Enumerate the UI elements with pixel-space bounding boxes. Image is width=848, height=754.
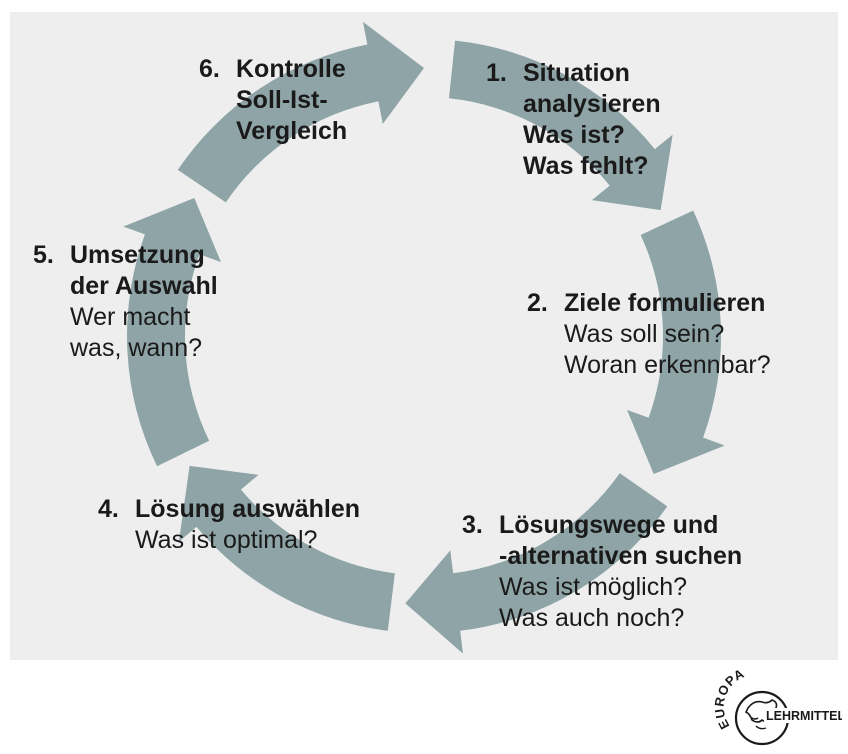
step-4-title: Lösung auswählen (135, 495, 361, 523)
logo-bottom-text: LEHRMITTEL (766, 709, 842, 723)
step-3-question-1: Was ist möglich? (499, 573, 688, 601)
step-6-title-line-1: Kontrolle (236, 55, 346, 83)
step-2: 2. Ziele formulieren Was soll sein? Wora… (527, 288, 771, 381)
step-3-title-line-1: Lösungswege und (499, 511, 719, 539)
step-2-question-1: Was soll sein? (564, 320, 725, 348)
cycle-arrow-5-icon (123, 197, 222, 467)
step-4-number: 4. (98, 495, 119, 523)
step-6: 6. Kontrolle Soll-Ist- Vergleich (199, 54, 347, 147)
step-1-title-line-3: Was ist? (523, 121, 625, 149)
step-5-title-line-2: der Auswahl (70, 272, 218, 300)
europa-lehrmittel-logo: EUROPA LEHRMITTEL (712, 668, 842, 746)
step-2-number: 2. (527, 289, 548, 317)
step-5-question-1: Wer macht (70, 303, 191, 331)
cycle-arrow-2-icon (626, 210, 725, 475)
step-4-question-1: Was ist optimal? (135, 526, 318, 554)
step-3-number: 3. (462, 511, 483, 539)
cycle-arrow-6-icon (177, 21, 424, 203)
step-1-title-line-2: analysieren (523, 90, 661, 118)
step-6-title-line-2: Soll-Ist- (236, 86, 328, 114)
step-2-question-2: Woran erkennbar? (564, 351, 771, 379)
cycle-arrow-1-icon (448, 40, 673, 211)
step-4: 4. Lösung auswählen Was ist optimal? (98, 494, 360, 556)
step-5-question-2: was, wann? (70, 334, 203, 362)
step-1-title-line-4: Was fehlt? (523, 152, 649, 180)
step-1-number: 1. (486, 59, 507, 87)
step-3-title-line-2: -alternativen suchen (499, 542, 743, 570)
step-5: 5. Umsetzung der Auswahl Wer macht was, … (33, 240, 218, 364)
step-2-title: Ziele formulieren (564, 289, 766, 317)
step-1-title-line-1: Situation (523, 59, 630, 87)
step-3: 3. Lösungswege und -alternativen suchen … (462, 510, 742, 634)
step-5-title-line-1: Umsetzung (70, 241, 205, 269)
step-5-number: 5. (33, 241, 54, 269)
step-1: 1. Situation analysieren Was ist? Was fe… (486, 58, 661, 182)
cycle-arrow-4-icon (178, 465, 395, 631)
step-6-number: 6. (199, 55, 220, 83)
cycle-arrow-3-icon (405, 473, 668, 654)
step-6-title-line-3: Vergleich (236, 117, 348, 145)
step-3-question-2: Was auch noch? (499, 604, 685, 632)
